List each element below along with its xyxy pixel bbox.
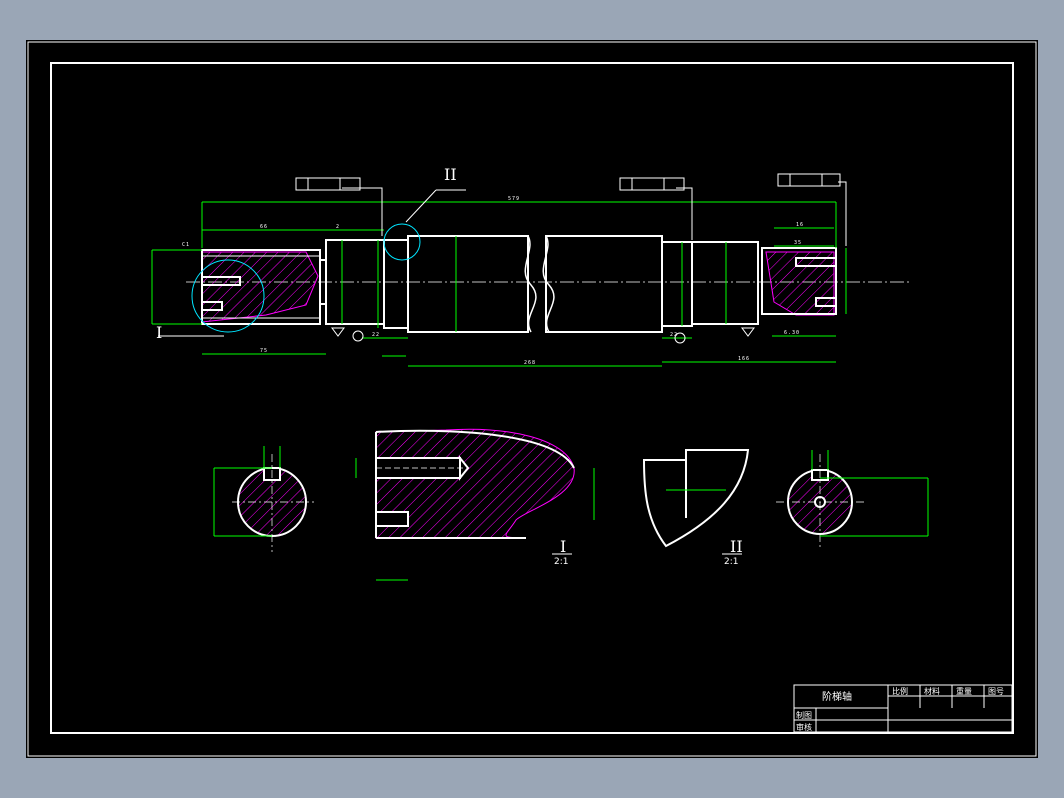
cad-drawing: 579 66 2 75 268 166 35 16 6.30 22 22 C1 … [27, 41, 1037, 757]
right-collar [661, 241, 693, 327]
tolerance-frames [295, 173, 841, 191]
drawing-sheet: 579 66 2 75 268 166 35 16 6.30 22 22 C1 … [26, 40, 1038, 758]
dim-text: 2 [336, 224, 340, 230]
header-label-weight: 重量 [956, 686, 972, 696]
left-journal [201, 249, 321, 325]
dim-text: 22 [670, 332, 678, 338]
part-name: 阶梯轴 [822, 690, 852, 703]
dim-text: C1 [182, 242, 190, 248]
dim-text: 22 [372, 332, 380, 338]
middle-body-left [407, 235, 529, 333]
detail-circle-i [191, 259, 265, 333]
detail-ii-view: II 2:1 [642, 449, 750, 567]
break-line-left [524, 235, 537, 333]
right-journal [761, 247, 837, 315]
inner-border [50, 62, 1014, 734]
main-shaft-view: 579 66 2 75 268 166 35 16 6.30 22 22 C1 … [151, 165, 911, 367]
dim-text: 75 [260, 348, 268, 354]
dim-text: 268 [524, 360, 536, 366]
dim-text: 6.30 [784, 330, 800, 336]
middle-body-right [545, 235, 663, 333]
break-line-right [542, 235, 555, 333]
detail-ii-scale: 2:1 [724, 557, 738, 567]
detail-circle-ii [383, 223, 421, 261]
datum-markers [331, 327, 755, 344]
main-dimensions [151, 201, 847, 367]
right-step [691, 241, 759, 325]
left-cross-section [213, 446, 314, 552]
header-label-material: 材料 [924, 686, 940, 696]
detail-i-scale: 2:1 [554, 557, 568, 567]
dim-text: 16 [796, 222, 804, 228]
row-label-drawn: 制图 [796, 710, 812, 720]
dim-text: 35 [794, 240, 802, 246]
row-label-checked: 审核 [796, 722, 812, 732]
callout-ii-label: II [444, 165, 457, 184]
title-block [793, 684, 1013, 733]
detail-i-label: I [560, 537, 566, 556]
detail-ii-label: II [730, 537, 743, 556]
header-label-scale: 比例 [892, 686, 908, 696]
dim-overall-length: 579 [508, 196, 520, 202]
right-cross-section [776, 450, 929, 550]
dim-text: 166 [738, 356, 750, 362]
detail-i-view: I 2:1 [355, 428, 595, 581]
dim-text: 66 [260, 224, 268, 230]
callout-leaders [158, 181, 847, 337]
header-label-drawing-no: 图号 [988, 687, 1004, 696]
callout-i-label: I [156, 323, 162, 342]
outer-border [27, 41, 1037, 757]
